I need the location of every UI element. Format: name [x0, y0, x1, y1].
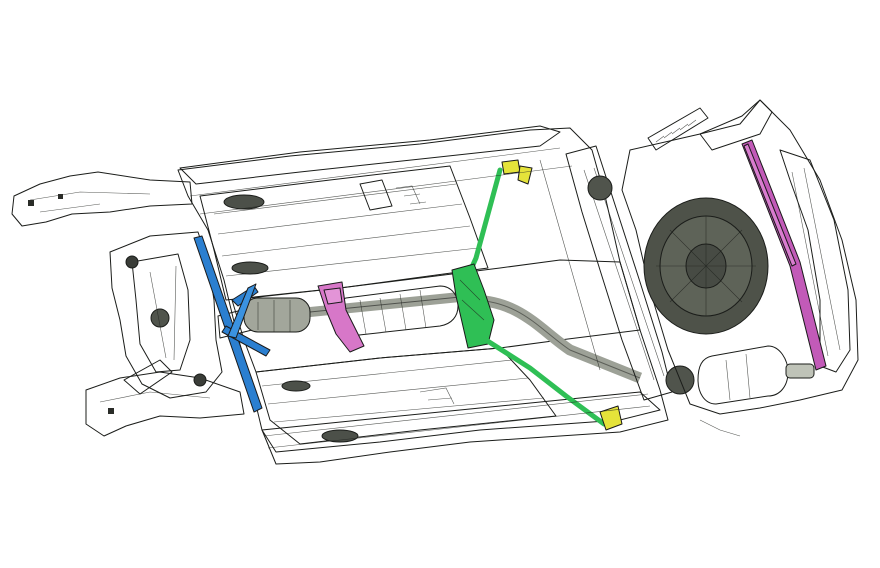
rear-bumper-support — [779, 149, 851, 373]
front-subframe — [109, 231, 223, 399]
front-catalytic-converter — [243, 297, 311, 333]
brace-mount-brackets — [501, 159, 623, 431]
front-upper-rail — [11, 171, 193, 227]
rear-bumper-beam — [741, 139, 827, 371]
front-lower-rail — [85, 359, 245, 437]
rear-muffler — [697, 345, 815, 405]
rear-suspension-spring — [647, 107, 709, 151]
rear-floor-brace — [451, 167, 607, 427]
spare-wheel-well — [643, 197, 769, 335]
center-tunnel-bracket — [317, 281, 365, 353]
right-floor-panel — [255, 347, 557, 445]
front-crossmember-brace — [193, 235, 271, 413]
chassis-detail-lines — [189, 147, 741, 449]
left-floor-panel — [199, 165, 489, 301]
